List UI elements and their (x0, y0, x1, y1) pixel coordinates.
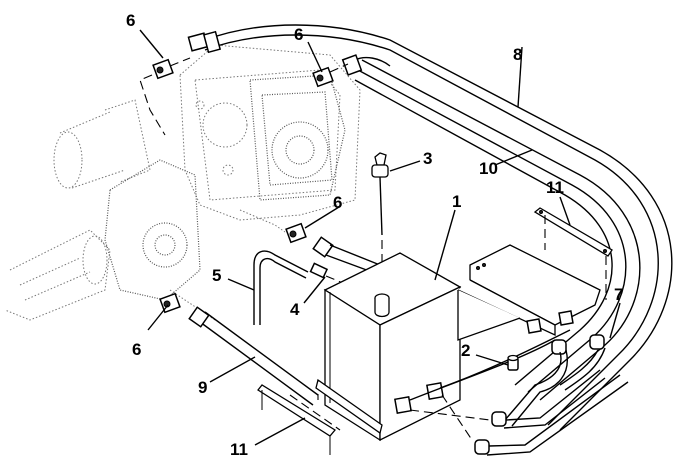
tube-8 (188, 306, 319, 406)
vent-tube-5 (253, 250, 309, 325)
hose-10 (204, 24, 673, 431)
leader-lines (139, 29, 621, 446)
oil-cooler (457, 244, 601, 341)
callout-10: 8 (513, 45, 522, 64)
callout-11: 11 (230, 440, 248, 459)
fitting-6-lower (159, 292, 181, 314)
mounting-bracket-11-upper (533, 207, 613, 300)
dipstick-3 (371, 152, 389, 290)
cooler-port-right (558, 310, 574, 326)
mounting-bracket-11-lower (257, 378, 383, 455)
hose-7 (559, 334, 606, 391)
hose-end-top-mid (341, 54, 391, 76)
fitting-6-mid (285, 222, 307, 244)
callouts: 6 6 6 6 3 1 5 4 9 11 8 10 11 7 2 (126, 11, 623, 459)
reservoir-tank-1 (323, 252, 462, 442)
callout-2: 2 (461, 341, 470, 360)
return-hose-lower-2 (441, 374, 629, 456)
callout-6: 6 (132, 340, 141, 359)
transmission-assembly (4, 44, 361, 321)
callout-6: 6 (126, 11, 135, 30)
callout-3: 3 (423, 149, 432, 168)
tank-port-lower-left (394, 396, 412, 414)
callout-4: 4 (290, 300, 300, 319)
callout-6: 6 (294, 25, 303, 44)
return-hose-lower-1 (409, 369, 606, 429)
callout-11: 11 (546, 178, 564, 197)
fitting-2 (507, 354, 519, 371)
callout-6: 6 (333, 193, 342, 212)
assembly-line (139, 74, 166, 136)
hose-end-top-left (187, 30, 222, 54)
fitting-4 (309, 262, 329, 279)
return-hose-upper (504, 339, 568, 427)
callout-8: 9 (198, 378, 207, 397)
cooler-port-left (526, 318, 542, 334)
fitting-6-top-mid (312, 66, 334, 88)
hose-9 (354, 59, 641, 401)
callout-5: 5 (212, 266, 221, 285)
callout-9: 10 (479, 159, 498, 178)
fitting-6-top-left (152, 58, 174, 80)
hose-pump-to-tank (312, 236, 381, 273)
callout-1: 1 (452, 192, 461, 211)
callout-7: 7 (614, 285, 623, 304)
